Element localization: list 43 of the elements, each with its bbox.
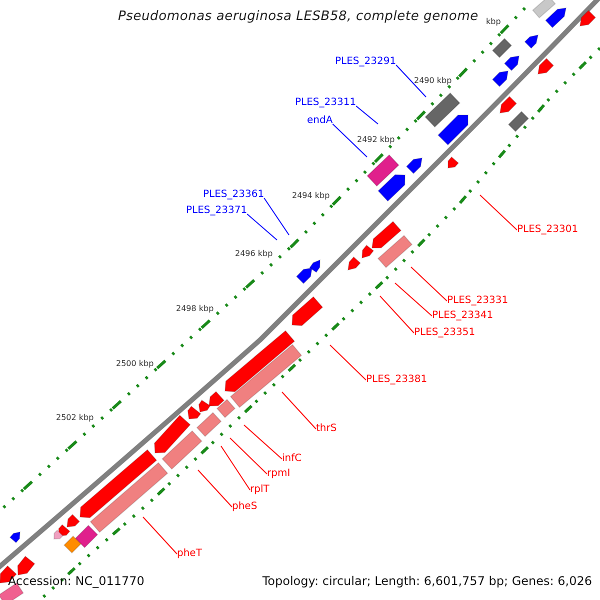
genome-summary-text: Topology: circular; Length: 6,601,757 bp; Genes: 6,026 (262, 575, 592, 587)
axis-tick-label: 2492 kbp (357, 136, 395, 144)
gene-label: thrS (316, 423, 337, 435)
axis-tick-label: 2500 kbp (116, 360, 154, 368)
gene-label: rpmI (267, 468, 290, 480)
leader-line (394, 282, 432, 316)
gene-label: pheS (232, 501, 258, 513)
gene-label: PLES_23291 (335, 56, 396, 68)
axis-tick-label: 2490 kbp (414, 77, 452, 85)
title: Pseudomonas aeruginosa LESB58, complete genome (118, 10, 478, 23)
gene-label: PLES_23361 (203, 189, 264, 201)
leader-line (356, 106, 378, 124)
leader-line (332, 124, 368, 158)
leader-line (264, 198, 290, 236)
gene-label: endA (307, 115, 333, 127)
leader-line (480, 194, 518, 230)
gene-label: PLES_23341 (432, 310, 494, 322)
axis-tick-label: kbp (486, 18, 501, 26)
leader-line (142, 516, 178, 554)
accession-text: Accession: NC_011770 (8, 575, 144, 587)
leader-line (410, 266, 448, 302)
gene-label: PLES_23311 (295, 97, 356, 109)
gene-label: pheT (177, 548, 202, 560)
leader-line (330, 344, 366, 380)
gene-label: PLES_23331 (447, 295, 508, 307)
leader-line (282, 392, 316, 430)
gene-label: PLES_23381 (366, 374, 428, 386)
gene-label: PLES_23301 (517, 224, 578, 236)
gene-label: PLES_23351 (414, 327, 476, 339)
gene-label: rplT (250, 484, 270, 496)
axis-tick-label: 2502 kbp (56, 414, 94, 422)
leader-line (244, 424, 282, 460)
gene-label: PLES_23371 (186, 205, 248, 217)
axis-tick-label: 2494 kbp (292, 192, 330, 200)
leader-line (246, 214, 278, 240)
leader-line (198, 470, 232, 508)
leader-line (230, 438, 268, 474)
leader-line (380, 296, 414, 334)
leader-line (396, 64, 426, 98)
axis-tick-label: 2496 kbp (235, 250, 273, 258)
axis-tick-label: 2498 kbp (176, 305, 214, 313)
gene-label: infC (282, 453, 302, 465)
leader-line (220, 446, 250, 490)
